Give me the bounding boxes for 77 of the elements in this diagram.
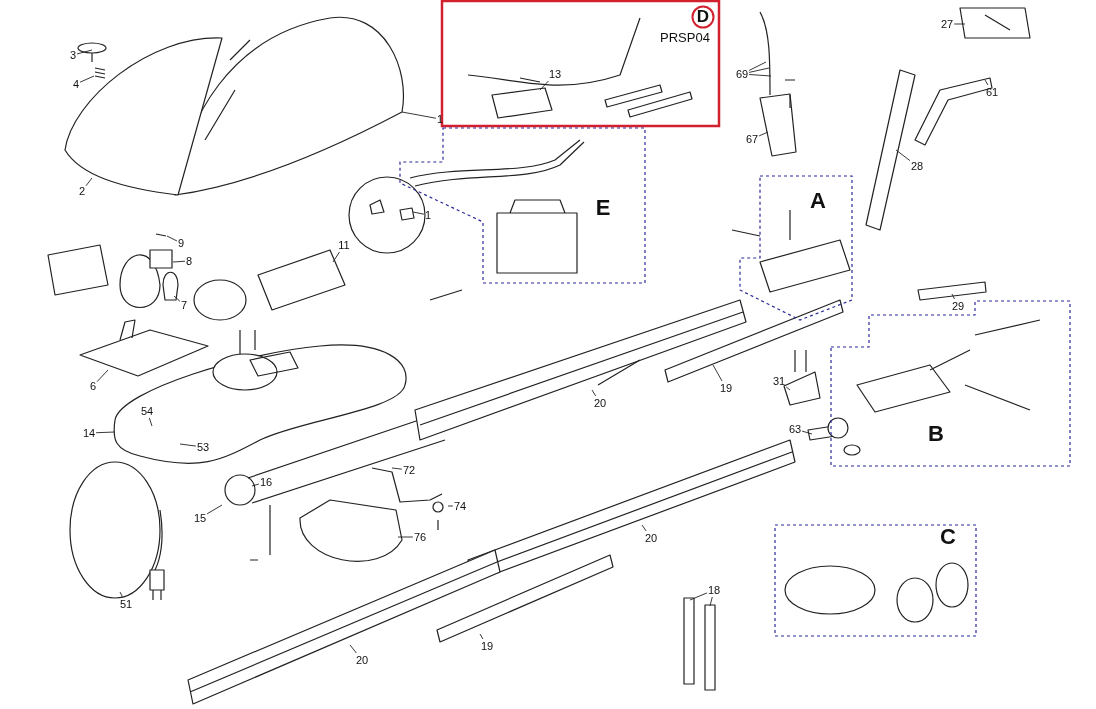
callout-number: 14 xyxy=(82,427,96,439)
leader-line xyxy=(447,505,454,507)
callout-number: 9 xyxy=(177,237,185,249)
leader-line xyxy=(206,504,223,515)
leader-line xyxy=(179,443,197,447)
callout-number: 19 xyxy=(719,382,733,394)
leader-line xyxy=(96,369,109,383)
leader-line xyxy=(479,633,484,640)
callout-number: 29 xyxy=(951,300,965,312)
leader-line xyxy=(591,389,597,397)
leader-line xyxy=(85,177,93,187)
leader-line xyxy=(712,364,723,382)
leader-line xyxy=(748,74,772,77)
leader-line xyxy=(709,596,713,607)
callout-number: 20 xyxy=(644,532,658,544)
callout-number: 11 xyxy=(338,239,350,251)
callout-number: 8 xyxy=(185,255,193,267)
callout-number: 2 xyxy=(78,185,86,197)
leader-line xyxy=(689,592,708,601)
kit-code: PRSP04 xyxy=(660,31,710,45)
leader-line xyxy=(79,75,95,83)
leader-line xyxy=(349,644,357,654)
callout-number: 7 xyxy=(180,299,188,311)
callout-number: 18 xyxy=(707,584,721,596)
kit-letter: C xyxy=(940,525,956,549)
callout-number: 27 xyxy=(940,18,954,30)
callout-number: 4 xyxy=(72,78,80,90)
callout-number: 16 xyxy=(259,476,273,488)
callout-number: 51 xyxy=(119,598,133,610)
leader-line xyxy=(412,211,425,215)
leader-line xyxy=(984,79,989,86)
leader-line xyxy=(172,260,186,263)
leader-line xyxy=(166,235,178,242)
callout-number: 63 xyxy=(788,423,802,435)
callout-number: 19 xyxy=(480,640,494,652)
leader-line xyxy=(397,536,414,538)
callout-number: 20 xyxy=(593,397,607,409)
callout-number: 3 xyxy=(69,49,77,61)
leader-line xyxy=(539,80,549,91)
callout-number: 54 xyxy=(140,405,154,417)
kit-letter: B xyxy=(928,422,944,446)
leader-line xyxy=(391,467,403,470)
leader-line xyxy=(953,23,966,25)
callout-number: 61 xyxy=(985,86,999,98)
callout-number: 72 xyxy=(402,464,416,476)
callout-number: 13 xyxy=(548,68,562,80)
callout-number: 53 xyxy=(196,441,210,453)
leader-line xyxy=(785,386,791,391)
leader-line xyxy=(748,61,767,71)
leader-line xyxy=(332,251,340,263)
leader-line xyxy=(251,483,260,487)
leader-line xyxy=(119,591,123,598)
leader-line xyxy=(895,149,911,161)
callout-number: 28 xyxy=(910,160,924,172)
callout-number: 15 xyxy=(193,512,207,524)
leader-line xyxy=(748,67,770,73)
callout-number: 6 xyxy=(89,380,97,392)
callout-number: 1 xyxy=(436,113,444,125)
leader-line xyxy=(758,131,769,137)
kit-letter: A xyxy=(810,189,826,213)
callout-number: 69 xyxy=(735,68,749,80)
callout-number: 76 xyxy=(413,531,427,543)
kit-letter: E xyxy=(595,196,611,220)
leader-line xyxy=(173,295,181,302)
leader-line xyxy=(801,430,813,435)
callout-number: 31 xyxy=(772,375,786,387)
callout-number: 67 xyxy=(745,133,759,145)
leader-line xyxy=(401,111,437,119)
callout-number: 74 xyxy=(453,500,467,512)
callout-number: 20 xyxy=(355,654,369,666)
callout-number: 1 xyxy=(424,209,432,221)
leader-line xyxy=(76,49,93,55)
leader-line xyxy=(148,417,153,427)
leader-line xyxy=(641,524,647,532)
kit-letter: D xyxy=(691,5,715,29)
leader-line xyxy=(951,293,955,300)
leader-line xyxy=(95,431,116,434)
